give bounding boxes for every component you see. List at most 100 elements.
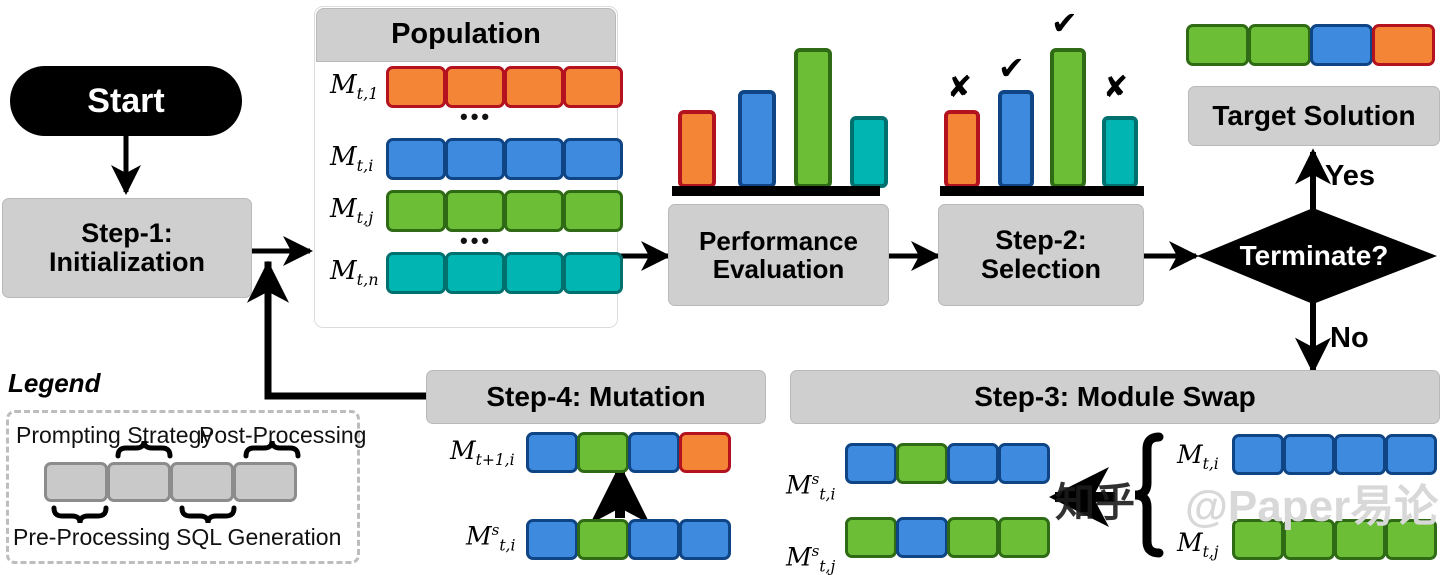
- step2-line2: Selection: [980, 254, 1102, 284]
- chrom-cell: [563, 252, 623, 294]
- brace-sql-generation: [179, 505, 237, 524]
- legend-block-post-processing: [233, 462, 297, 502]
- chrom-cell: [577, 432, 629, 473]
- chrom-cell: [1385, 434, 1437, 475]
- legend-label-sql-generation: SQL Generation: [176, 524, 342, 550]
- target-solution-chromosome: [1186, 24, 1435, 66]
- cross-icon-bar3: ✘: [1103, 70, 1129, 105]
- chrom-cell: [1248, 24, 1311, 66]
- step3-label: Step-3: Module Swap: [974, 380, 1256, 412]
- bar-2: [1050, 48, 1086, 188]
- chrom-cell: [1372, 24, 1435, 66]
- population-row-2: [386, 190, 623, 232]
- chrom-cell: [896, 517, 948, 558]
- population-row-label-3: Mt,n: [330, 256, 379, 290]
- target-solution-node[interactable]: Target Solution: [1188, 86, 1440, 146]
- chrom-cell: [845, 443, 897, 484]
- brace-pre-processing: [51, 505, 109, 524]
- performance-bar-chart: [676, 48, 888, 188]
- chrom-cell: [563, 138, 623, 180]
- population-header: Population: [316, 8, 616, 62]
- start-node[interactable]: Start: [10, 66, 242, 136]
- chrom-cell: [679, 432, 731, 473]
- chrom-cell: [504, 66, 564, 108]
- chrom-cell: [1186, 24, 1249, 66]
- chrom-cell: [563, 66, 623, 108]
- swap-right-row-0: [1232, 434, 1437, 475]
- step1-line2: Initialization: [48, 247, 205, 277]
- chrom-cell: [998, 517, 1050, 558]
- population-ellipsis-bottom: •••: [460, 228, 493, 253]
- swap-left-row-0: [845, 443, 1050, 484]
- edge-label-no: No: [1330, 322, 1369, 354]
- chrom-cell: [577, 519, 629, 560]
- chrom-cell: [947, 517, 999, 558]
- chrom-cell: [1232, 434, 1284, 475]
- chrom-cell: [1310, 24, 1373, 66]
- legend-chromosome: [44, 462, 297, 502]
- start-label: Start: [87, 81, 165, 120]
- step1-line1: Step-1:: [81, 217, 173, 248]
- chrom-cell: [845, 517, 897, 558]
- step1-node[interactable]: Step-1: Initialization: [2, 198, 252, 298]
- chrom-cell: [998, 443, 1050, 484]
- step4-mutation-node[interactable]: Step-4: Mutation: [426, 370, 766, 424]
- step3-module-swap-node[interactable]: Step-3: Module Swap: [790, 370, 1440, 424]
- population-row-1: [386, 138, 623, 180]
- step2-selection-node[interactable]: Step-2: Selection: [938, 204, 1144, 306]
- watermark-user: @Paper易论: [1185, 482, 1439, 531]
- population-title: Population: [391, 18, 541, 51]
- legend-block-pre-processing: [44, 462, 108, 502]
- chrom-cell: [386, 252, 446, 294]
- check-icon-bar1: ✔: [998, 49, 1025, 87]
- chrom-cell: [386, 66, 446, 108]
- chrom-cell: [1334, 519, 1386, 560]
- population-row-3: [386, 252, 623, 294]
- check-icon-bar2: ✔: [1051, 4, 1078, 42]
- watermark-site: 知乎: [1055, 481, 1135, 525]
- step4-label: Step-4: Mutation: [486, 380, 706, 412]
- chrom-cell: [947, 443, 999, 484]
- legend-block-sql-generation: [170, 462, 234, 502]
- swap-left-row-label-0: Mst,i: [786, 470, 836, 504]
- selection-chart-baseline: [940, 186, 1144, 196]
- population-row-0: [386, 66, 623, 108]
- chrom-cell: [1232, 519, 1284, 560]
- legend-title: Legend: [8, 368, 101, 398]
- mutation-row-label-0: Mt+1,i: [450, 436, 515, 469]
- legend-label-post-processing: Post-Processing: [199, 422, 367, 448]
- chrom-cell: [445, 138, 505, 180]
- swap-right-row-label-1: Mt,j: [1177, 528, 1219, 561]
- legend-label-prompting-strategy: Prompting Strategy: [16, 422, 213, 448]
- chrom-cell: [504, 252, 564, 294]
- population-row-label-1: Mt,i: [330, 142, 374, 176]
- step2-line1: Step-2:: [995, 224, 1087, 255]
- chrom-cell: [504, 138, 564, 180]
- chrom-cell: [563, 190, 623, 232]
- mutation-row-label-1: Mst,i: [466, 521, 516, 555]
- selection-bar-chart: [944, 48, 1138, 188]
- arrow-feedback-loop: [246, 260, 430, 400]
- chrom-cell: [445, 190, 505, 232]
- performance-chart-baseline: [672, 186, 880, 196]
- mutation-row-1: [526, 519, 731, 560]
- chrom-cell: [628, 519, 680, 560]
- chrom-cell: [526, 519, 578, 560]
- chrom-cell: [445, 66, 505, 108]
- population-ellipsis-top: •••: [460, 104, 493, 129]
- chrom-cell: [1334, 434, 1386, 475]
- chrom-cell: [386, 138, 446, 180]
- legend-label-pre-processing: Pre-Processing: [13, 524, 171, 550]
- mutation-row-0: [526, 432, 731, 473]
- performance-line2: Evaluation: [712, 254, 845, 284]
- chrom-cell: [386, 190, 446, 232]
- swap-right-row-label-0: Mt,i: [1177, 440, 1219, 473]
- performance-evaluation-node[interactable]: Performance Evaluation: [668, 204, 889, 306]
- bar-0: [678, 110, 716, 188]
- swap-right-row-1: [1232, 519, 1437, 560]
